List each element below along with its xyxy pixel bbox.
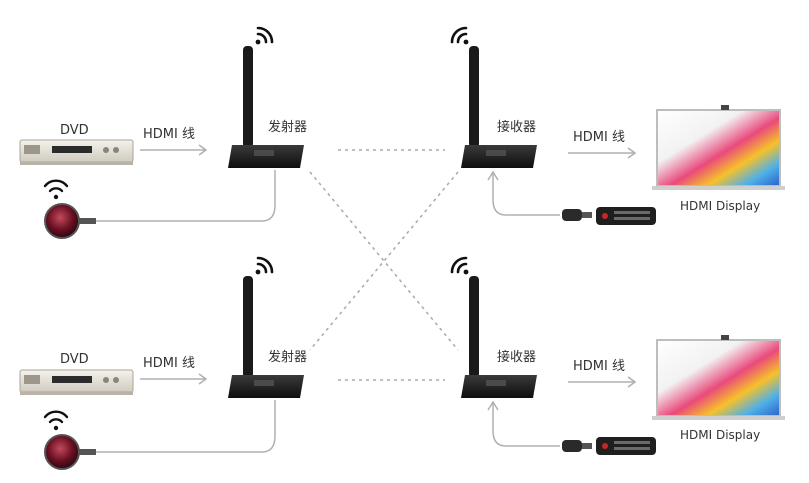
wifi-signal-icon <box>255 26 274 45</box>
ir-receiver-icon <box>43 179 96 239</box>
remote-control-icon <box>596 207 656 225</box>
ir-extender-cable <box>492 172 560 216</box>
hdmi-display-icon <box>652 335 785 420</box>
ir-cable <box>96 400 276 453</box>
transmitter-device <box>228 256 304 398</box>
ir-receiver-icon <box>43 410 96 470</box>
dvd-player-icon <box>19 369 134 395</box>
remote-control-icon <box>596 437 656 455</box>
wifi-signal-icon <box>43 410 69 431</box>
transmitter-label: 发射器 <box>268 120 308 135</box>
hdmi-cable-label: HDMI 线 <box>143 127 195 142</box>
hdmi-display-icon <box>652 105 785 190</box>
row-1 <box>19 26 785 239</box>
dvd-player-icon <box>19 139 134 165</box>
ir-cable <box>96 170 276 222</box>
source-label: DVD <box>60 352 89 367</box>
ir-emitter-icon <box>562 209 592 221</box>
wifi-signal-icon <box>255 256 274 275</box>
hdmi-cable-label: HDMI 线 <box>573 130 625 145</box>
hdmi-cable-label: HDMI 线 <box>143 356 195 371</box>
hdmi-out-arrow <box>568 376 637 388</box>
wifi-signal-icon <box>450 256 469 275</box>
ir-extender-cable <box>492 402 560 447</box>
receiver-device <box>450 256 537 398</box>
hdmi-in-arrow <box>140 373 208 385</box>
hdmi-out-arrow <box>568 147 637 159</box>
wifi-signal-icon <box>43 179 69 200</box>
transmitter-label: 发射器 <box>268 350 308 365</box>
hdmi-in-arrow <box>140 144 208 156</box>
receiver-label: 接收器 <box>497 350 537 365</box>
source-label: DVD <box>60 123 89 138</box>
ir-arrow-head <box>487 170 499 181</box>
row-2 <box>19 256 785 470</box>
ir-arrow-head <box>487 400 499 411</box>
transmitter-device <box>228 26 304 168</box>
receiver-device <box>450 26 537 168</box>
display-label: HDMI Display <box>680 428 761 442</box>
ir-emitter-icon <box>562 440 592 452</box>
receiver-label: 接收器 <box>497 120 537 135</box>
display-label: HDMI Display <box>680 199 761 213</box>
wifi-signal-icon <box>450 26 469 45</box>
hdmi-cable-label: HDMI 线 <box>573 359 625 374</box>
